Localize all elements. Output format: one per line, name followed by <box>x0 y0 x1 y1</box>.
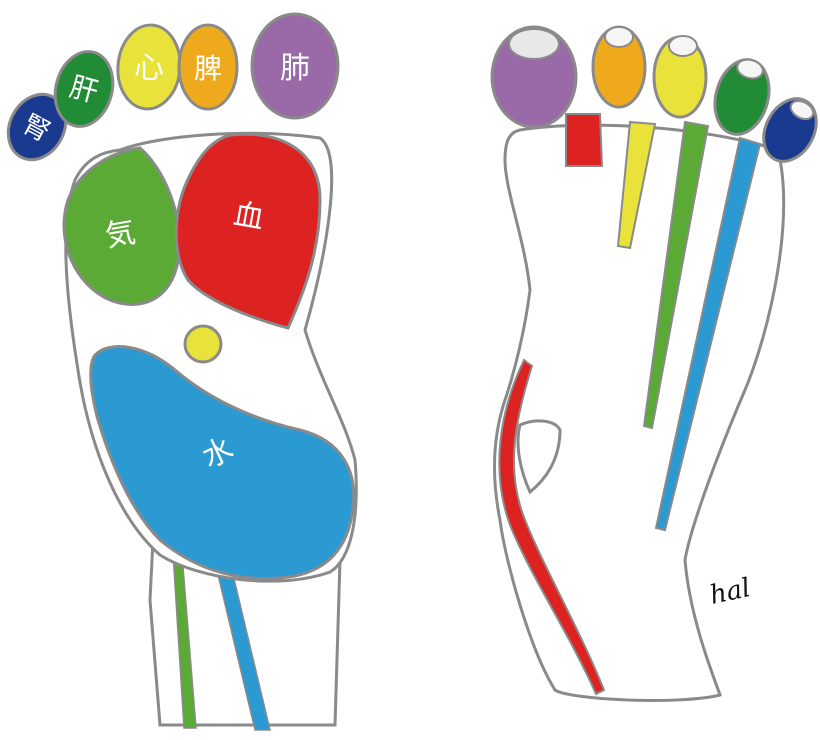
qi-zone-label: 気 <box>103 215 139 255</box>
toe-lung: 肺 <box>252 14 338 118</box>
toe-spleen-label: 脾 <box>194 52 222 85</box>
red-base-rect <box>566 114 602 166</box>
left-foot-sole: 気 血 水 腎 肝 心 脾 肺 <box>0 14 356 730</box>
toenail <box>669 36 697 56</box>
blood-zone-label: 血 <box>231 197 267 237</box>
toe-spleen: 脾 <box>179 25 237 109</box>
right-toe-heart <box>654 36 706 117</box>
yellow-center-point <box>185 326 221 362</box>
right-toe-spleen <box>593 27 645 107</box>
right-foot-top: hal <box>492 27 820 700</box>
toe-lung-label: 肺 <box>280 51 310 86</box>
toenail <box>509 29 559 59</box>
toenail <box>605 27 633 47</box>
artist-signature: hal <box>707 573 753 611</box>
right-toe-lung <box>492 27 576 127</box>
toe-heart: 心 <box>114 22 183 111</box>
toe-heart-label: 心 <box>134 51 164 86</box>
